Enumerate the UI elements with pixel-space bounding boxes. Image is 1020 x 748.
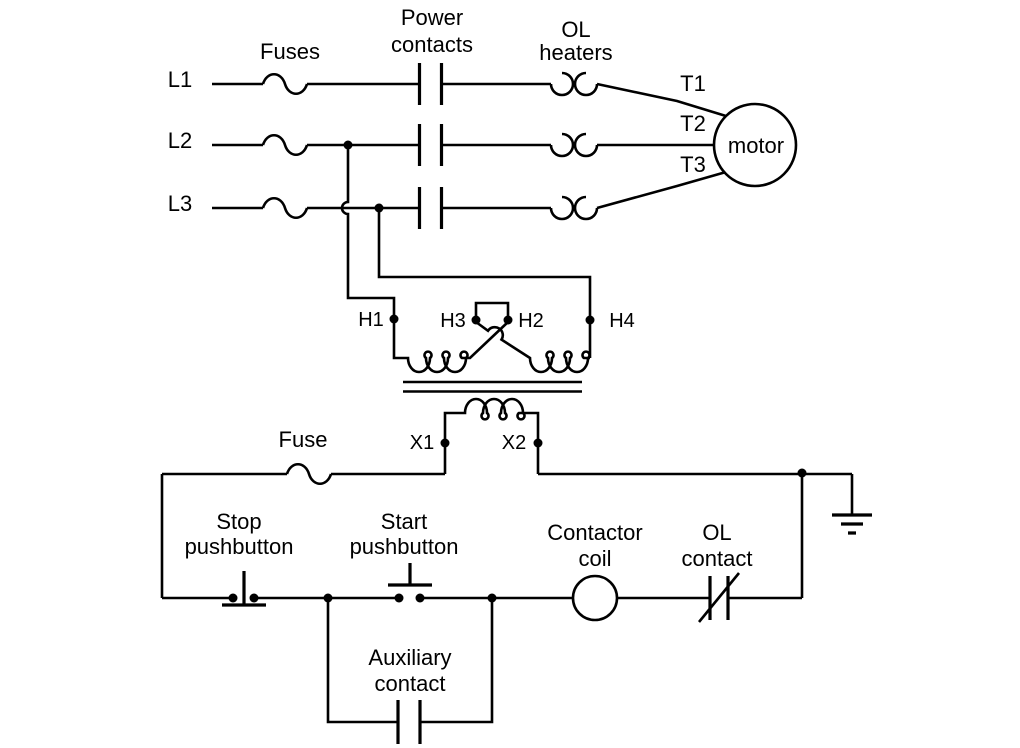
- terminal-h3: [471, 315, 481, 325]
- fuses-label: Fuses: [260, 39, 320, 64]
- power-contacts-label-1: Power: [401, 5, 463, 30]
- h4-label: H4: [609, 310, 635, 332]
- terminal-h2: [503, 315, 513, 325]
- stop-pushbutton-label-1: Stop: [216, 509, 261, 534]
- ol-heater-l1: [549, 71, 599, 97]
- terminal-x1: [440, 438, 450, 448]
- start-pushbutton-symbol: [388, 563, 432, 587]
- h2-label: H2: [518, 310, 544, 332]
- start-contact-right: [415, 593, 425, 603]
- xfmr-right-coil-crossover: [475, 320, 591, 374]
- contactor-coil-label-1: Contactor: [547, 520, 642, 545]
- ground-symbol: [832, 513, 872, 535]
- control-fuse-label: Fuse: [279, 427, 328, 452]
- l3-wire: [212, 170, 727, 210]
- control-fuse-symbol: [285, 462, 333, 486]
- h3-label: H3: [440, 310, 466, 332]
- transformer-core: [403, 380, 582, 393]
- ol-heaters-label-1: OL: [561, 17, 590, 42]
- t1-label: T1: [680, 71, 706, 96]
- contactor-coil-label-2: coil: [578, 546, 611, 571]
- ol-contact-slash: [697, 572, 741, 623]
- contactor-coil-symbol: [571, 574, 619, 622]
- l3-label: L3: [168, 191, 192, 216]
- junction-dots: [228, 140, 807, 603]
- ol-contact-label-1: OL: [702, 520, 731, 545]
- transformer-secondary: [443, 397, 540, 474]
- xfmr-feed-h4: [377, 208, 592, 358]
- ol-heaters-label-2: heaters: [539, 40, 612, 65]
- auxiliary-contact-label-1: Auxiliary: [368, 645, 451, 670]
- auxiliary-contact-label-2: contact: [375, 671, 446, 696]
- ol-contact-bars: [708, 576, 730, 620]
- stop-contact-right: [249, 593, 259, 603]
- start-pushbutton-label-1: Start: [381, 509, 427, 534]
- stop-pushbutton-label-2: pushbutton: [185, 534, 294, 559]
- junction-aux-left: [323, 593, 333, 603]
- h3-h2-jumper: [474, 301, 510, 320]
- l1-wire: [212, 82, 727, 118]
- power-contacts-label-2: contacts: [391, 32, 473, 57]
- auxiliary-contact-bars: [396, 700, 422, 744]
- t2-label: T2: [680, 111, 706, 136]
- l2-label: L2: [168, 128, 192, 153]
- xfmr-feed-h1-left-coil: [340, 145, 509, 374]
- junction-l3-tap: [374, 203, 384, 213]
- junction-l2-tap: [343, 140, 353, 150]
- stop-contact-left: [228, 593, 238, 603]
- junction-aux-right: [487, 593, 497, 603]
- l1-label: L1: [168, 67, 192, 92]
- stop-pushbutton-symbol: [222, 571, 266, 607]
- terminal-x2: [533, 438, 543, 448]
- h1-label: H1: [358, 309, 384, 331]
- terminal-h1: [389, 314, 399, 324]
- x2-label: X2: [502, 432, 526, 454]
- ol-heater-l2: [549, 132, 599, 158]
- fuse-symbol-l2: [261, 133, 309, 157]
- t3-label: T3: [680, 152, 706, 177]
- start-pushbutton-label-2: pushbutton: [350, 534, 459, 559]
- x1-label: X1: [410, 432, 434, 454]
- power-contact-l3: [417, 187, 444, 229]
- power-contact-l1: [417, 63, 444, 105]
- motor-label: motor: [728, 133, 784, 158]
- terminal-h4: [585, 315, 595, 325]
- ol-heater-l3: [549, 195, 599, 221]
- power-contact-l2: [417, 124, 444, 166]
- fuse-symbol-l3: [261, 196, 309, 220]
- motor-circle: [712, 102, 798, 188]
- ol-contact-label-2: contact: [682, 546, 753, 571]
- auxiliary-branch: [326, 598, 494, 724]
- fuse-symbol-l1: [261, 72, 309, 96]
- start-contact-left: [394, 593, 404, 603]
- junction-ground: [797, 468, 807, 478]
